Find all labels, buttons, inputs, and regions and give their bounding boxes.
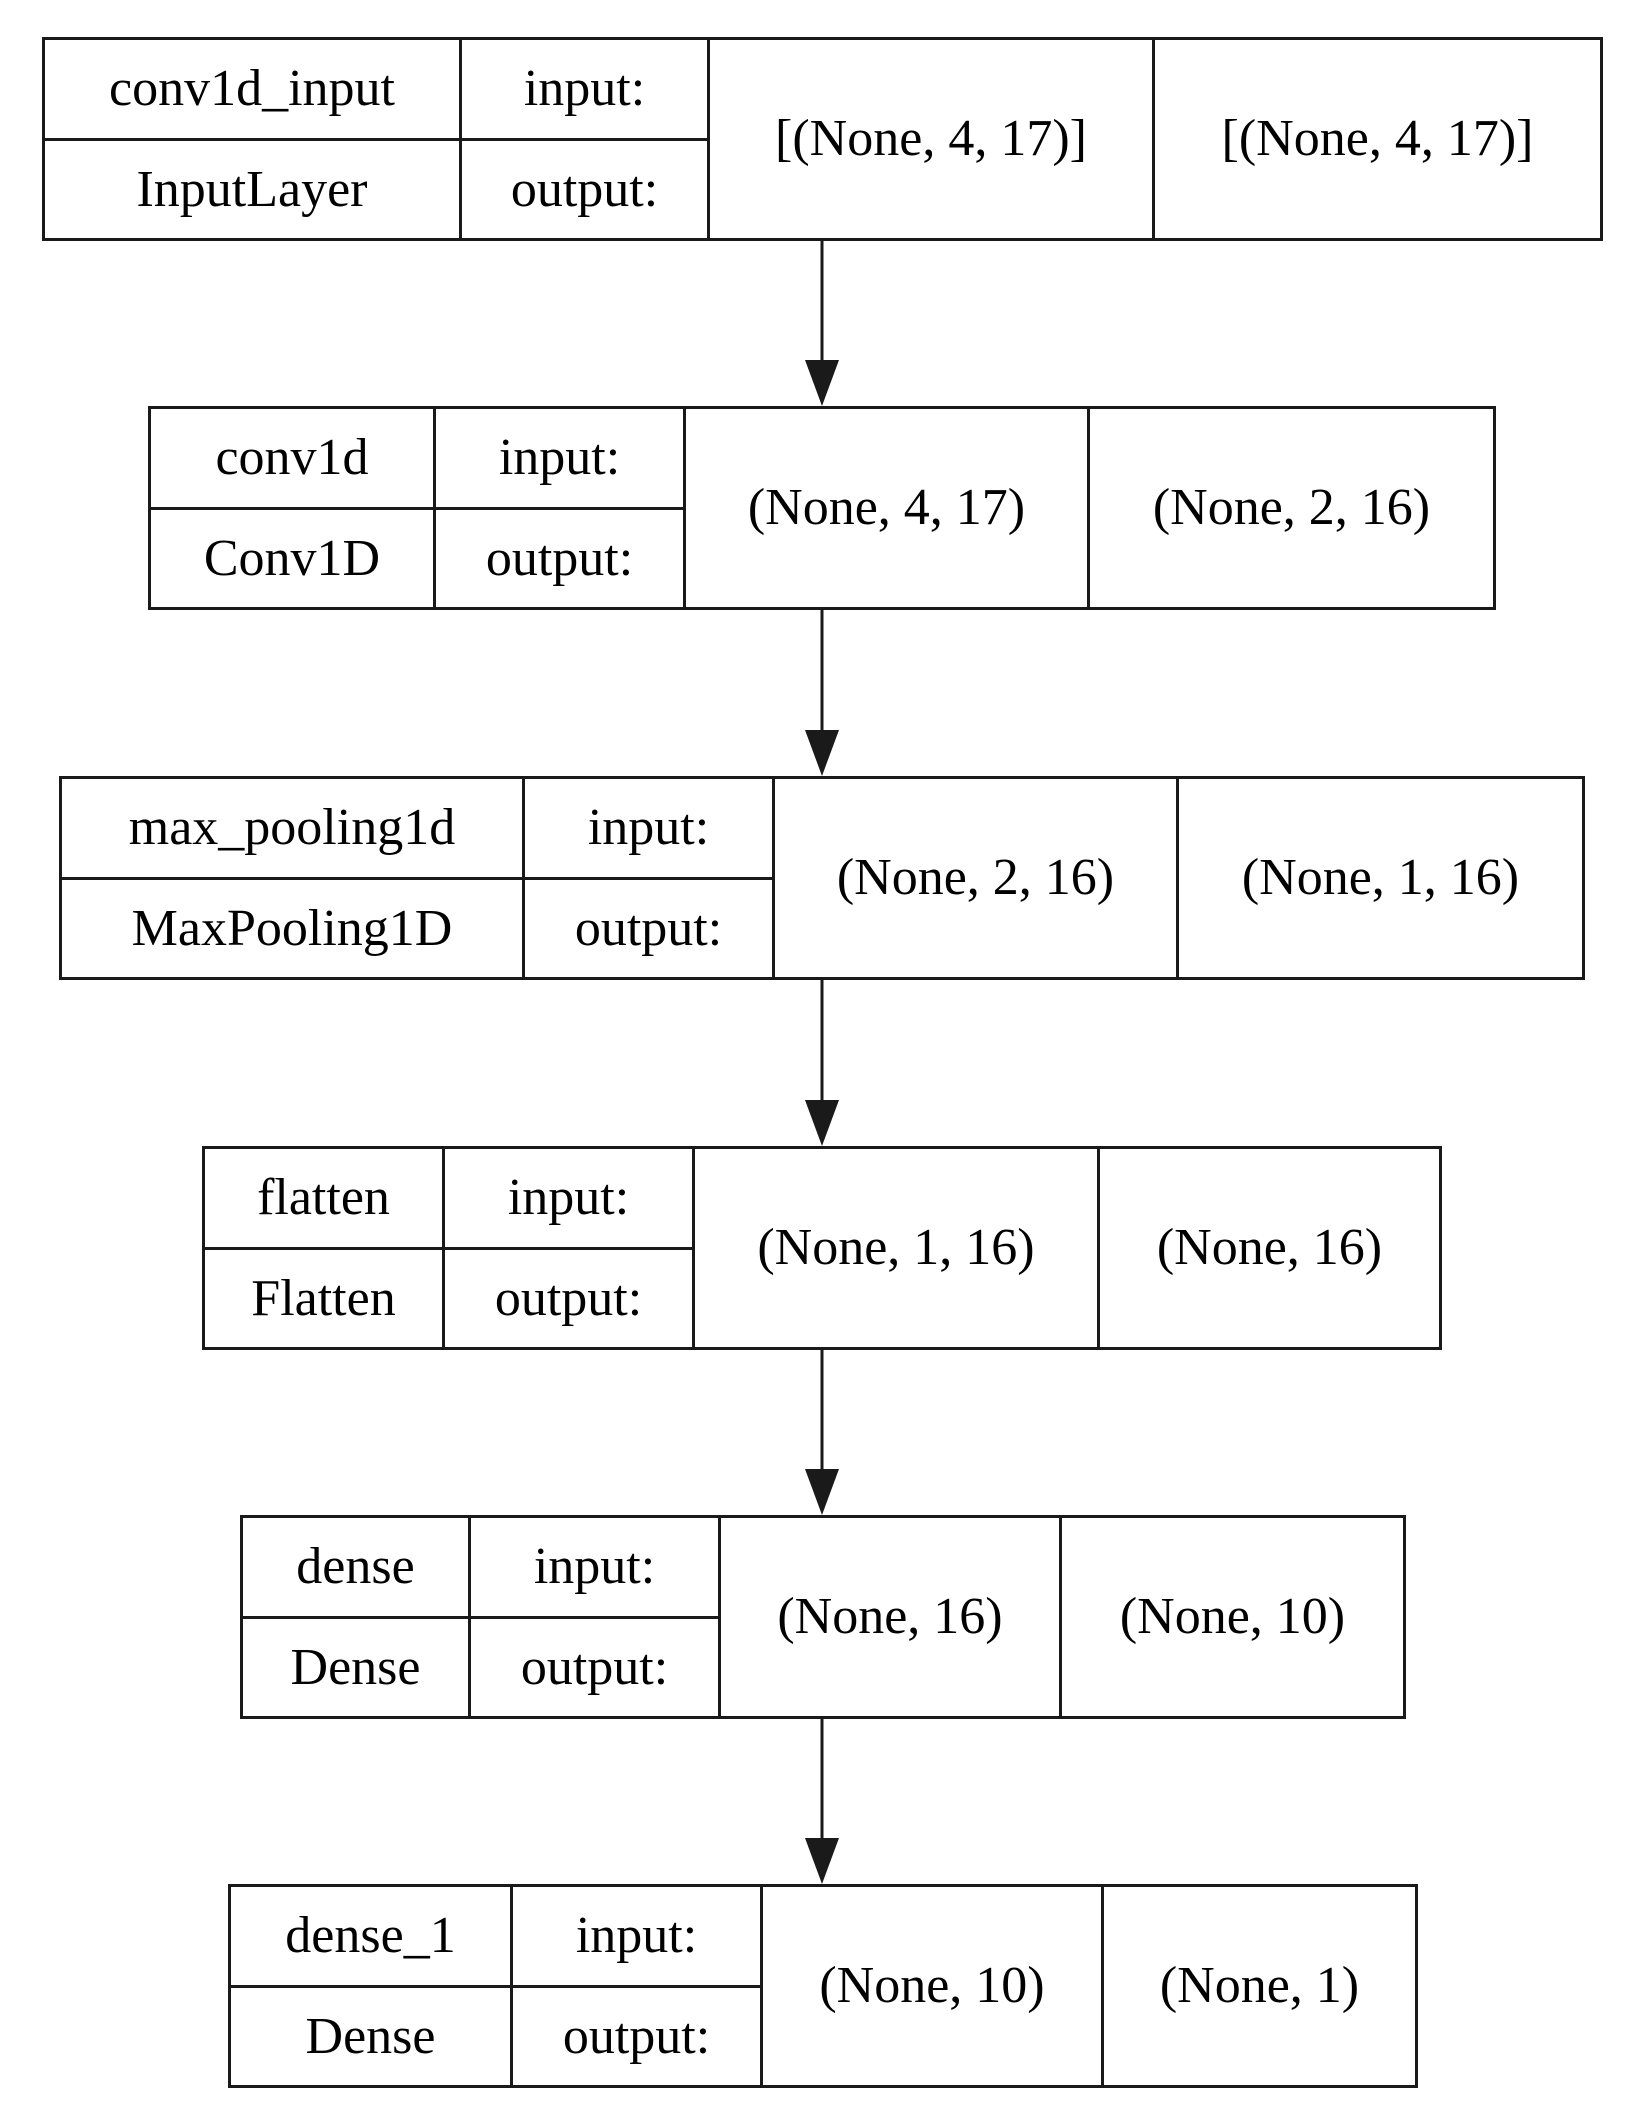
input-label: input: xyxy=(513,1887,760,1988)
layer-identity-cell: max_pooling1d MaxPooling1D xyxy=(62,779,525,977)
io-label-cell: input: output: xyxy=(436,409,686,607)
output-label: output: xyxy=(494,1269,643,1327)
layer-node-dense-1: dense_1 Dense input: output: (None, 10) … xyxy=(228,1884,1418,2088)
io-label-cell: input: output: xyxy=(525,779,775,977)
layer-type: Conv1D xyxy=(203,529,381,587)
layer-name: conv1d xyxy=(151,409,433,510)
layer-name: conv1d_input xyxy=(45,40,459,141)
layer-identity-cell: dense Dense xyxy=(243,1518,471,1716)
layer-identity-cell: conv1d_input InputLayer xyxy=(45,40,462,238)
io-label-cell: input: output: xyxy=(513,1887,763,2085)
input-shape: (None, 2, 16) xyxy=(775,779,1179,977)
layer-name: dense xyxy=(243,1518,468,1619)
layer-identity-cell: dense_1 Dense xyxy=(231,1887,513,2085)
input-shape: (None, 1, 16) xyxy=(695,1149,1100,1347)
layer-node-max-pooling1d: max_pooling1d MaxPooling1D input: output… xyxy=(59,776,1585,980)
layer-name: dense_1 xyxy=(231,1887,510,1988)
io-label-cell: input: output: xyxy=(462,40,710,238)
output-label: output: xyxy=(510,160,659,218)
input-label: input: xyxy=(462,40,707,141)
layer-identity-cell: conv1d Conv1D xyxy=(151,409,436,607)
output-shape: (None, 1, 16) xyxy=(1241,849,1520,906)
layer-node-conv1d-input: conv1d_input InputLayer input: output: [… xyxy=(42,37,1603,241)
output-label: output: xyxy=(485,529,634,587)
layer-identity-cell: flatten Flatten xyxy=(205,1149,445,1347)
input-label: input: xyxy=(445,1149,692,1250)
output-label: output: xyxy=(520,1638,669,1696)
arrow-flatten-to-dense xyxy=(805,1350,839,1515)
layer-type: InputLayer xyxy=(136,160,368,218)
arrow-dense-to-dense-1 xyxy=(805,1719,839,1884)
arrow-conv1d-to-max-pooling1d xyxy=(805,610,839,776)
output-shape: (None, 1) xyxy=(1159,1957,1360,2014)
layer-node-dense: dense Dense input: output: (None, 16) (N… xyxy=(240,1515,1406,1719)
io-label-cell: input: output: xyxy=(471,1518,721,1716)
input-shape: [(None, 4, 17)] xyxy=(710,40,1155,238)
layer-type: Flatten xyxy=(251,1269,396,1327)
layer-name: max_pooling1d xyxy=(62,779,522,880)
layer-type: Dense xyxy=(305,2007,436,2065)
arrow-max-pooling1d-to-flatten xyxy=(805,980,839,1146)
layer-type: Dense xyxy=(290,1638,421,1696)
layer-node-flatten: flatten Flatten input: output: (None, 1,… xyxy=(202,1146,1442,1350)
arrow-conv1d-input-to-conv1d xyxy=(805,241,839,406)
io-label-cell: input: output: xyxy=(445,1149,695,1347)
output-shape: (None, 10) xyxy=(1119,1588,1346,1645)
layer-name: flatten xyxy=(205,1149,442,1250)
layer-type: MaxPooling1D xyxy=(131,899,453,957)
input-shape: (None, 16) xyxy=(721,1518,1062,1716)
input-shape: (None, 4, 17) xyxy=(686,409,1090,607)
output-shape: (None, 2, 16) xyxy=(1152,479,1431,536)
output-shape: (None, 16) xyxy=(1156,1219,1383,1276)
input-label: input: xyxy=(525,779,772,880)
output-label: output: xyxy=(562,2007,711,2065)
input-label: input: xyxy=(436,409,683,510)
input-label: input: xyxy=(471,1518,718,1619)
output-label: output: xyxy=(574,899,723,957)
input-shape: (None, 10) xyxy=(763,1887,1104,2085)
layer-node-conv1d: conv1d Conv1D input: output: (None, 4, 1… xyxy=(148,406,1496,610)
output-shape: [(None, 4, 17)] xyxy=(1221,110,1534,167)
